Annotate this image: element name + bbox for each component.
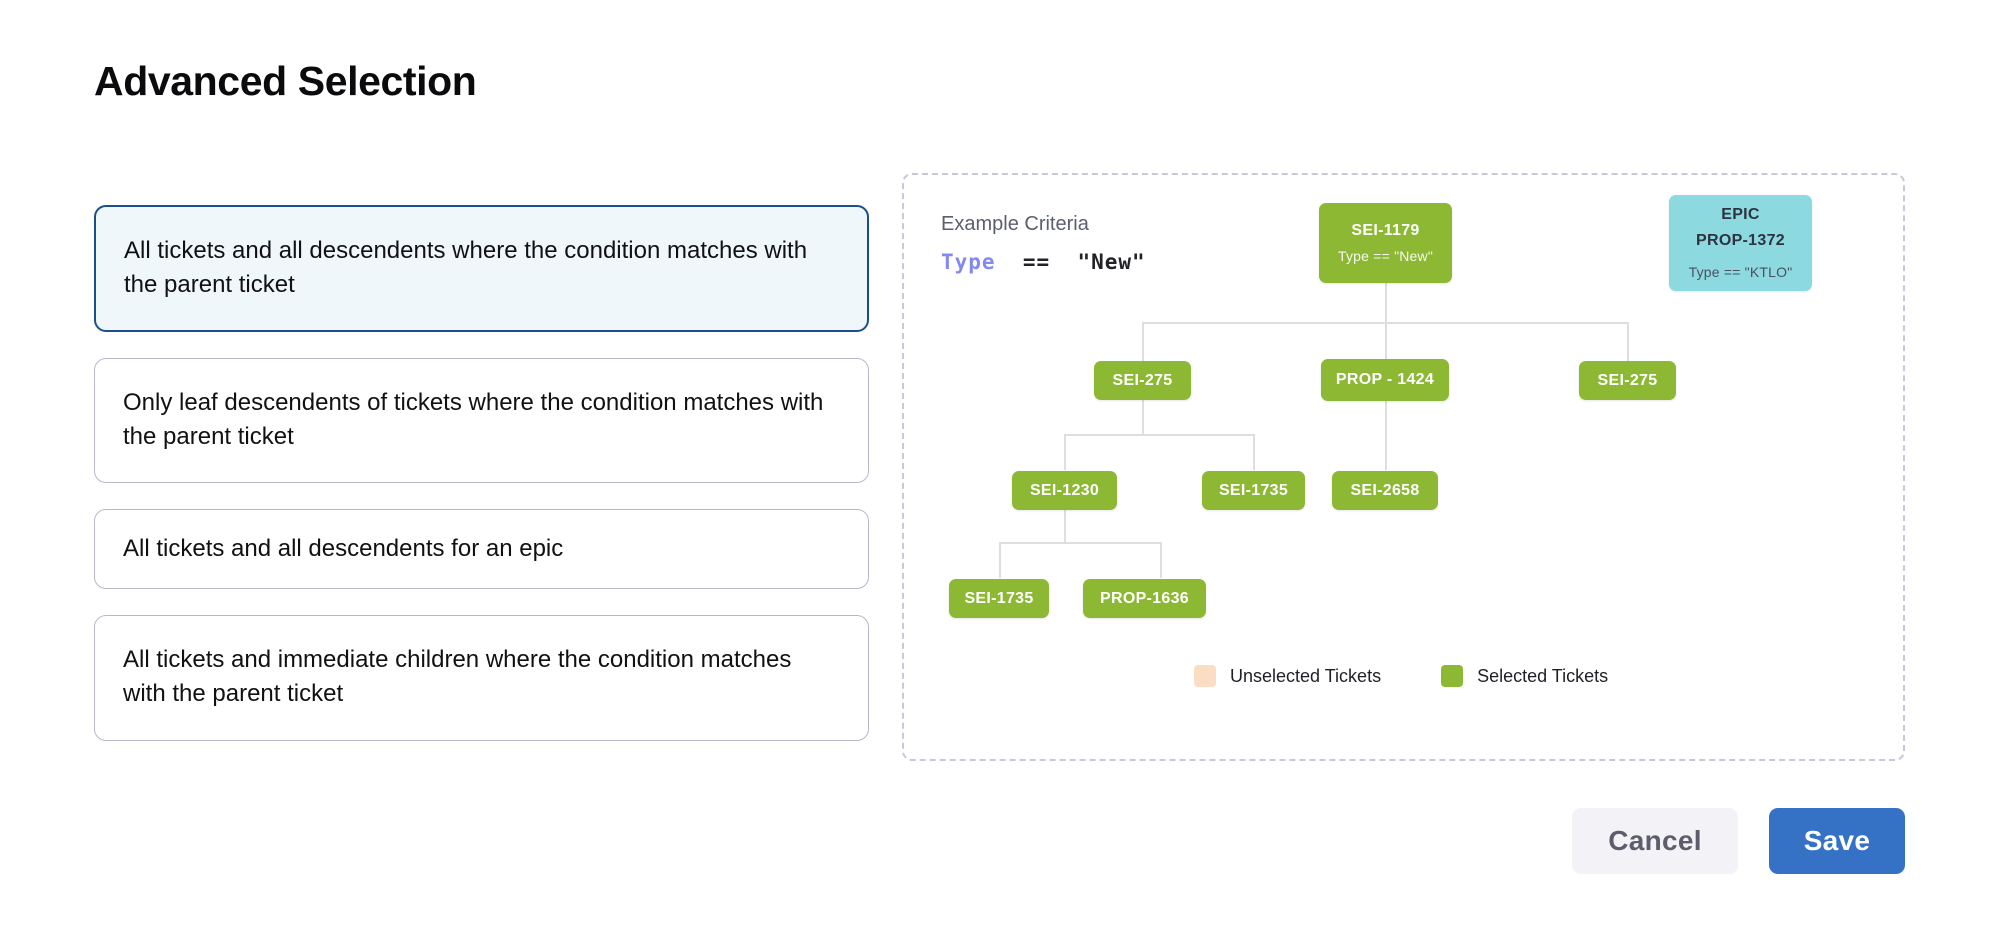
legend-swatch-selected bbox=[1441, 665, 1464, 687]
legend-label: Unselected Tickets bbox=[1230, 665, 1382, 686]
option-card-epic-descendents[interactable]: All tickets and all descendents for an e… bbox=[94, 509, 869, 590]
connector-row4-right-drop bbox=[1160, 542, 1162, 578]
dialog-footer: Cancel Save bbox=[1572, 808, 1905, 874]
legend-label: Selected Tickets bbox=[1477, 665, 1609, 686]
criteria-operator: == bbox=[1022, 250, 1051, 274]
criteria-label: Example Criteria bbox=[941, 213, 1089, 235]
tree-node-sei-1230[interactable]: SEI-1230 bbox=[1012, 471, 1117, 510]
connector-prop1424-stem bbox=[1385, 399, 1387, 470]
node-id: SEI-1179 bbox=[1351, 222, 1420, 239]
criteria-field: Type bbox=[941, 250, 996, 274]
ticket-tree: SEI-1179 Type == "New" EPIC PROP-1372 Ty… bbox=[904, 175, 1907, 763]
example-diagram-panel: Example Criteria Type == "New" bbox=[902, 173, 1905, 761]
connector-row2-right-drop bbox=[1627, 322, 1629, 361]
node-condition: Type == "New" bbox=[1337, 248, 1434, 264]
connector-row3-bus bbox=[1064, 434, 1254, 436]
option-label: All tickets and all descendents where th… bbox=[124, 237, 808, 299]
node-id: SEI-1230 bbox=[1029, 481, 1100, 499]
node-id: SEI-275 bbox=[1597, 371, 1658, 389]
tree-node-sei-1735-row4[interactable]: SEI-1735 bbox=[949, 579, 1049, 618]
tree-node-epic-prop-1372[interactable]: EPIC PROP-1372 Type == "KTLO" bbox=[1669, 195, 1812, 291]
connector-row2-left-drop bbox=[1142, 322, 1144, 361]
tree-node-prop-1424[interactable]: PROP - 1424 bbox=[1321, 359, 1449, 401]
criteria-value: "New" bbox=[1077, 250, 1146, 274]
node-id: SEI-275 bbox=[1112, 371, 1173, 389]
node-id: SEI-1735 bbox=[964, 589, 1034, 607]
node-id: PROP-1636 bbox=[1100, 589, 1189, 607]
legend-item-unselected: Unselected Tickets bbox=[1194, 665, 1381, 687]
option-label: All tickets and immediate children where… bbox=[123, 646, 792, 708]
selection-options-list: All tickets and all descendents where th… bbox=[94, 205, 869, 741]
node-id: SEI-2658 bbox=[1350, 481, 1420, 499]
connector-sei275-stem bbox=[1142, 399, 1144, 435]
node-id: PROP - 1424 bbox=[1335, 371, 1435, 388]
node-condition: Type == "KTLO" bbox=[1688, 264, 1793, 281]
legend-swatch-unselected bbox=[1194, 665, 1216, 687]
criteria-expression: Type == "New" bbox=[941, 250, 1146, 274]
node-tag: EPIC bbox=[1721, 206, 1760, 224]
diagram-legend: Unselected Tickets Selected Tickets bbox=[1194, 665, 1608, 687]
option-card-leaf-descendents[interactable]: Only leaf descendents of tickets where t… bbox=[94, 358, 869, 484]
tree-node-prop-1636[interactable]: PROP-1636 bbox=[1083, 579, 1206, 618]
connector-row3-left-drop bbox=[1064, 434, 1066, 470]
option-card-all-descendents[interactable]: All tickets and all descendents where th… bbox=[94, 205, 869, 333]
tree-node-sei-1179[interactable]: SEI-1179 Type == "New" bbox=[1319, 203, 1452, 283]
connector-row4-bus bbox=[999, 542, 1160, 544]
node-id: SEI-1735 bbox=[1218, 481, 1289, 499]
option-label: Only leaf descendents of tickets where t… bbox=[123, 389, 824, 451]
node-id: PROP-1372 bbox=[1696, 231, 1785, 249]
cancel-button[interactable]: Cancel bbox=[1572, 808, 1738, 874]
save-button[interactable]: Save bbox=[1769, 808, 1905, 874]
connector-row4-left-drop bbox=[999, 542, 1001, 578]
connector-row2-mid-drop bbox=[1385, 322, 1387, 361]
tree-node-sei-1735-row3[interactable]: SEI-1735 bbox=[1202, 471, 1305, 510]
tree-node-sei-2658[interactable]: SEI-2658 bbox=[1332, 471, 1438, 510]
option-card-immediate-children[interactable]: All tickets and immediate children where… bbox=[94, 615, 869, 741]
page-title: Advanced Selection bbox=[94, 58, 477, 104]
connector-root-stem bbox=[1385, 283, 1387, 323]
option-label: All tickets and all descendents for an e… bbox=[123, 535, 564, 563]
connector-sei1230-stem bbox=[1064, 507, 1066, 543]
connector-row3-right-drop bbox=[1253, 434, 1255, 470]
legend-item-selected: Selected Tickets bbox=[1441, 665, 1608, 687]
tree-node-sei-275-b[interactable]: SEI-275 bbox=[1579, 361, 1676, 400]
tree-node-sei-275-a[interactable]: SEI-275 bbox=[1094, 361, 1191, 400]
